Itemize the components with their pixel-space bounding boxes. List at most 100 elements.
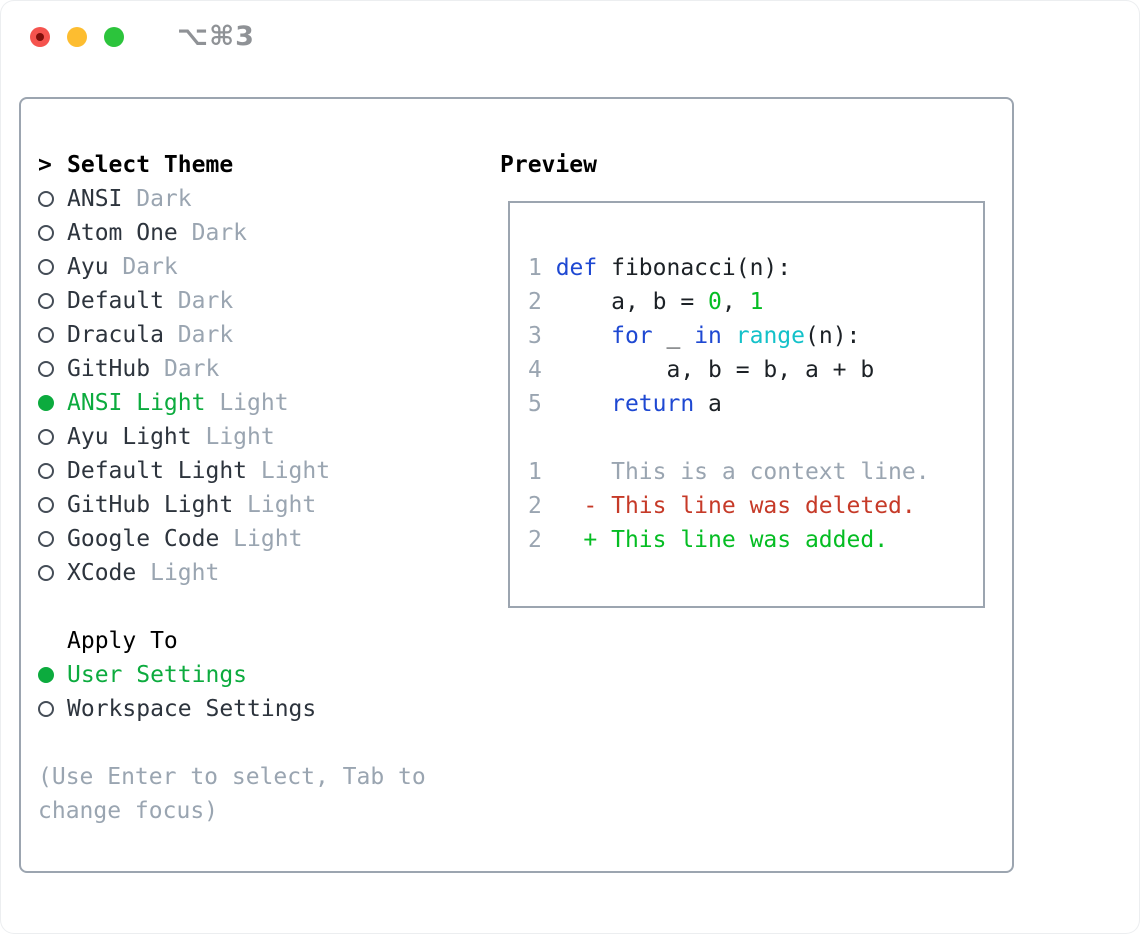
- theme-option-variant: Light: [205, 390, 289, 416]
- radio-column: [38, 327, 67, 343]
- line-number: 1: [528, 459, 542, 485]
- diff-sample: 1 This is a context line. 2 - This line …: [528, 455, 930, 557]
- theme-option-name: Ayu: [67, 254, 109, 280]
- theme-option[interactable]: GitHub Dark: [38, 352, 498, 386]
- focus-caret-icon: >: [38, 152, 52, 178]
- window-titlebar: ⌥⌘3: [30, 21, 255, 52]
- radio-icon: [38, 497, 54, 513]
- diff-line: 1 This is a context line.: [528, 455, 930, 489]
- diff-text: + This line was added.: [541, 527, 889, 553]
- theme-option-name: Default: [67, 288, 164, 314]
- theme-option[interactable]: Ayu Dark: [38, 250, 498, 284]
- theme-option-variant: Dark: [163, 288, 234, 314]
- theme-option[interactable]: Default Light Light: [38, 454, 498, 488]
- code-line: 5 return a: [528, 387, 930, 421]
- line-number: 2: [528, 289, 556, 315]
- code-tokens: return a: [611, 391, 722, 417]
- theme-option-name: Atom One: [67, 220, 178, 246]
- code-line: 4 a, b = b, a + b: [528, 353, 930, 387]
- code-line: 2 a, b = 0, 1: [528, 285, 930, 319]
- theme-option-variant: Light: [219, 526, 303, 552]
- radio-column: [38, 395, 67, 411]
- theme-option[interactable]: Google Code Light: [38, 522, 498, 556]
- line-number: 5: [528, 391, 556, 417]
- footer-hint: (Use Enter to select, Tab to change focu…: [38, 764, 426, 824]
- theme-option-variant: Dark: [177, 220, 248, 246]
- radio-column: [38, 667, 67, 683]
- theme-option-variant: Dark: [150, 356, 220, 382]
- radio-column: [38, 429, 67, 445]
- radio-column: [38, 191, 67, 207]
- theme-option-name: Ayu Light: [67, 424, 192, 450]
- apply-to-title: Apply To: [67, 628, 178, 654]
- radio-column: [38, 497, 67, 513]
- code-tokens: def fibonacci(n):: [555, 255, 792, 281]
- preview-header: Preview: [500, 152, 597, 178]
- theme-option-variant: Dark: [122, 186, 192, 212]
- theme-option-name: Dracula: [67, 322, 164, 348]
- code-sample: 1 def fibonacci(n): 2 a, b = 0, 1 3 for …: [528, 251, 930, 421]
- theme-option-name: XCode: [67, 560, 137, 586]
- radio-icon: [38, 701, 54, 717]
- apply-to-option[interactable]: Workspace Settings: [38, 692, 498, 726]
- select-theme-header: > Select Theme: [38, 148, 498, 182]
- theme-option[interactable]: ANSI Dark: [38, 182, 498, 216]
- radio-icon: [38, 565, 54, 581]
- theme-list-column: > Select Theme ANSI Dark Atom One Dark A…: [38, 148, 498, 828]
- apply-to-section: Apply To User Settings Workspace Setting…: [38, 624, 498, 726]
- apply-to-option[interactable]: User Settings: [38, 658, 498, 692]
- theme-option-variant: Light: [191, 424, 275, 450]
- theme-option-name: GitHub: [67, 356, 151, 382]
- theme-option-variant: Dark: [163, 322, 234, 348]
- apply-to-option-label: Workspace Settings: [67, 696, 317, 722]
- preview-content: 1 def fibonacci(n): 2 a, b = 0, 1 3 for …: [528, 251, 930, 557]
- diff-line: 2 + This line was added.: [528, 523, 930, 557]
- line-number: 3: [528, 323, 556, 349]
- select-theme-title: Select Theme: [67, 152, 234, 178]
- theme-option[interactable]: Dracula Dark: [38, 318, 498, 352]
- theme-option-variant: Light: [233, 492, 317, 518]
- theme-option-name: GitHub Light: [67, 492, 234, 518]
- diff-text: - This line was deleted.: [541, 493, 916, 519]
- radio-icon: [38, 327, 54, 343]
- theme-option-name: Google Code: [67, 526, 220, 552]
- zoom-button[interactable]: [104, 27, 124, 47]
- theme-options-list: ANSI Dark Atom One Dark Ayu Dark Default…: [38, 182, 498, 590]
- line-number: 2: [528, 493, 542, 519]
- theme-option[interactable]: ANSI Light Light: [38, 386, 498, 420]
- minimize-button[interactable]: [67, 27, 87, 47]
- radio-column: [38, 701, 67, 717]
- window-shortcut-label: ⌥⌘3: [177, 21, 255, 52]
- radio-icon: [38, 259, 54, 275]
- diff-text: This is a context line.: [541, 459, 930, 485]
- radio-icon: [38, 531, 54, 547]
- code-line: 1 def fibonacci(n):: [528, 251, 930, 285]
- theme-option[interactable]: Default Dark: [38, 284, 498, 318]
- radio-column: [38, 531, 67, 547]
- theme-option-name: ANSI Light: [67, 390, 206, 416]
- theme-option[interactable]: XCode Light: [38, 556, 498, 590]
- code-tokens: a, b = b, a + b: [555, 357, 875, 383]
- radio-icon: [38, 191, 54, 207]
- radio-icon: [38, 293, 54, 309]
- radio-icon: [38, 361, 54, 377]
- radio-icon: [38, 429, 54, 445]
- theme-option[interactable]: Ayu Light Light: [38, 420, 498, 454]
- code-tokens: a, b = 0, 1: [555, 289, 764, 315]
- preview-pane: 1 def fibonacci(n): 2 a, b = 0, 1 3 for …: [508, 201, 985, 608]
- radio-column: [38, 225, 67, 241]
- close-button[interactable]: [30, 27, 50, 47]
- theme-option[interactable]: Atom One Dark: [38, 216, 498, 250]
- radio-icon: [38, 667, 54, 683]
- diff-line: 2 - This line was deleted.: [528, 489, 930, 523]
- line-number: 1: [528, 255, 556, 281]
- code-tokens: for _ in range(n):: [611, 323, 861, 349]
- line-number: 2: [528, 527, 542, 553]
- apply-to-header: Apply To: [38, 624, 498, 658]
- radio-icon: [38, 395, 54, 411]
- radio-column: [38, 361, 67, 377]
- apply-to-options-list: User Settings Workspace Settings: [38, 658, 498, 726]
- apply-to-option-label: User Settings: [67, 662, 248, 688]
- theme-option[interactable]: GitHub Light Light: [38, 488, 498, 522]
